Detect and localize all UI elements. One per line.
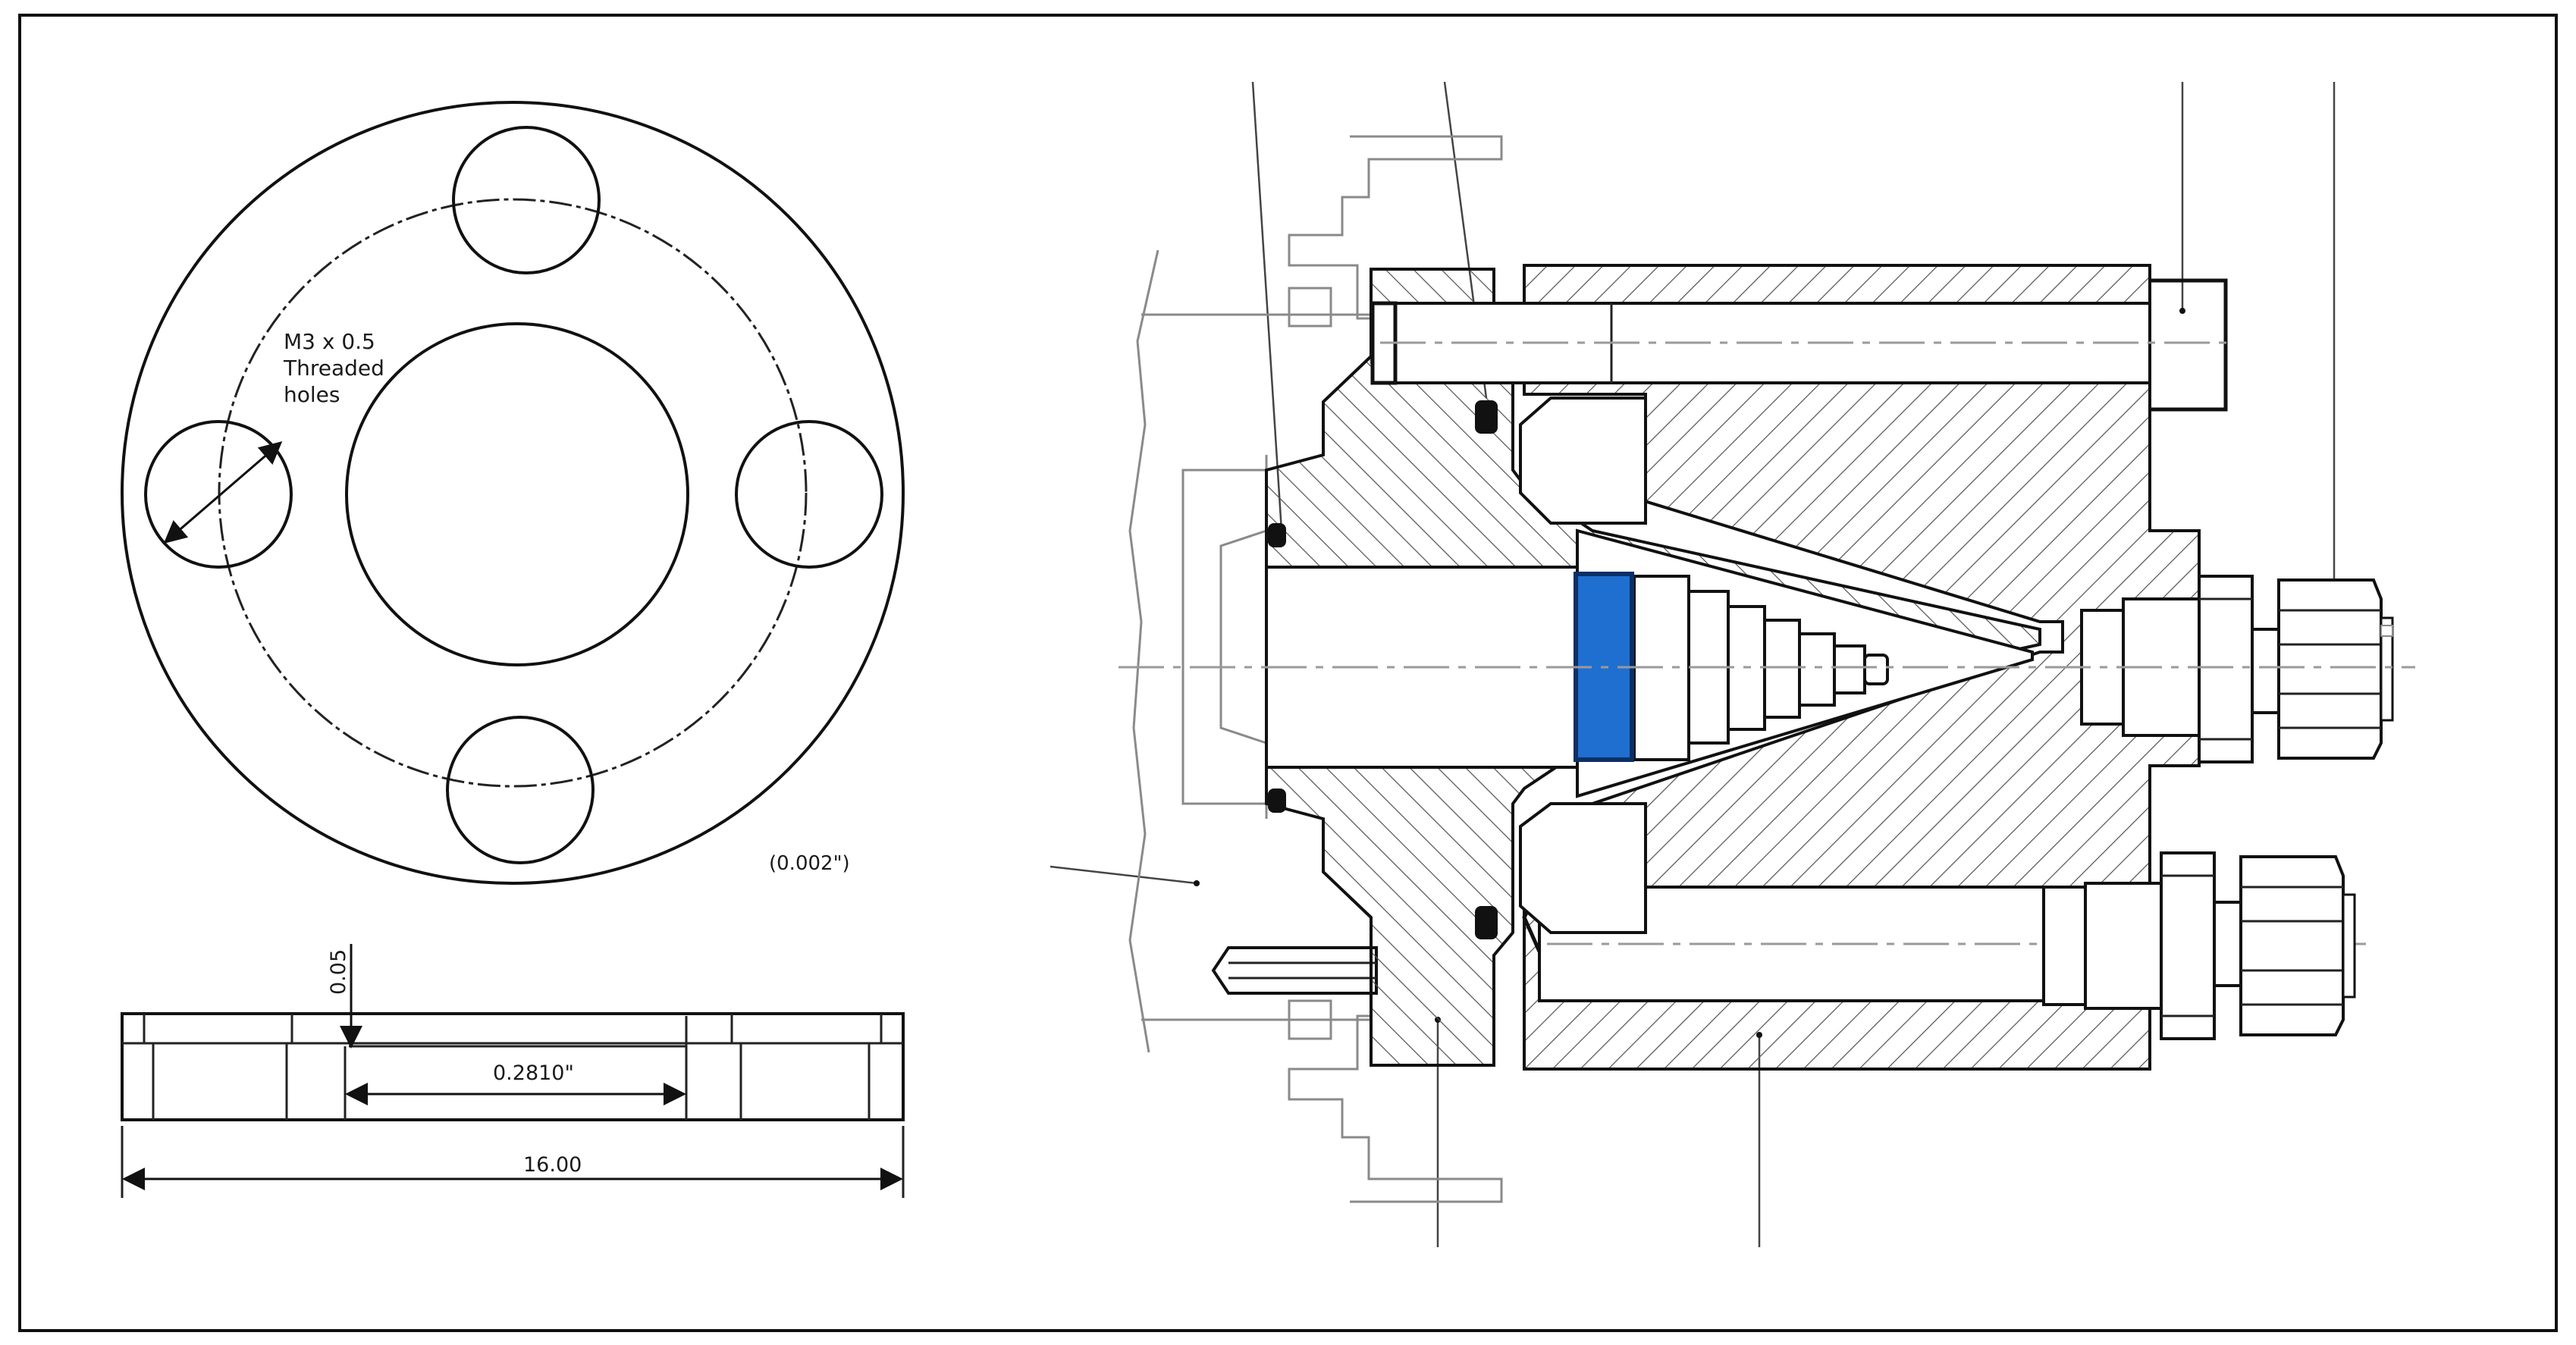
stepped-insert-stack [1633, 575, 1889, 761]
thread-diameter-arrow [163, 441, 283, 544]
bolt-hole-top [452, 126, 601, 274]
cone-recess-bottom [1519, 802, 1647, 934]
flange-side-outline [121, 1012, 905, 1121]
o-ring-seal [1475, 400, 1498, 434]
mounting-bracket-ghost [1288, 970, 1503, 1203]
chamber-wall-ghost [1181, 469, 1266, 805]
thread-note-line-2: Threaded [283, 356, 384, 381]
chamber-wall-ghost [1128, 249, 1159, 1053]
o-ring-seal [1268, 789, 1286, 813]
insert-step [1798, 632, 1836, 707]
outlet-fitting [2080, 575, 2394, 763]
bore-dim-label: 0.2810" [493, 1061, 574, 1085]
o-ring-seal [1268, 523, 1286, 547]
sheet-border [18, 14, 2558, 1332]
bolt-hole-right [735, 420, 883, 569]
insert-tip [1863, 654, 1889, 685]
bolt-circle [218, 198, 808, 788]
flange-outer-circle [121, 101, 905, 885]
tolerance-note: (0.002") [769, 852, 850, 875]
leader-line [1050, 865, 1197, 885]
mounting-bracket-ghost [1288, 135, 1503, 364]
mounting-bracket-ghost [1288, 287, 1332, 1040]
insert-step [1833, 644, 1866, 694]
leader-dot [1194, 880, 1200, 886]
locating-pin [1211, 946, 1378, 995]
leader-line [1251, 81, 1283, 531]
thread-note-line-1: M3 x 0.5 [284, 329, 375, 354]
overall-dim-label: 16.00 [523, 1153, 582, 1177]
flange-plan-view: M3 x 0.5 Threaded holes (0.002") [121, 101, 905, 885]
lower-fitting [2042, 851, 2356, 1040]
insert-step [1763, 619, 1801, 719]
assembly-section-view [1050, 81, 2415, 1247]
chamber-wall-ghost [1219, 529, 1267, 745]
flange-side-view: 0.05 0.2810" 16.00 [121, 944, 905, 1198]
center-bore [345, 322, 689, 666]
cap-screw-top [1370, 278, 2228, 412]
o-ring-seal [1475, 906, 1498, 939]
bolt-hole-left [144, 420, 293, 569]
thickness-dim-label: 0.05 [327, 949, 350, 995]
cone-recess-top [1519, 397, 1647, 525]
leader-dot [2179, 308, 2185, 314]
bolt-hole-bottom [446, 716, 595, 864]
thread-note-line-3: holes [284, 382, 340, 407]
